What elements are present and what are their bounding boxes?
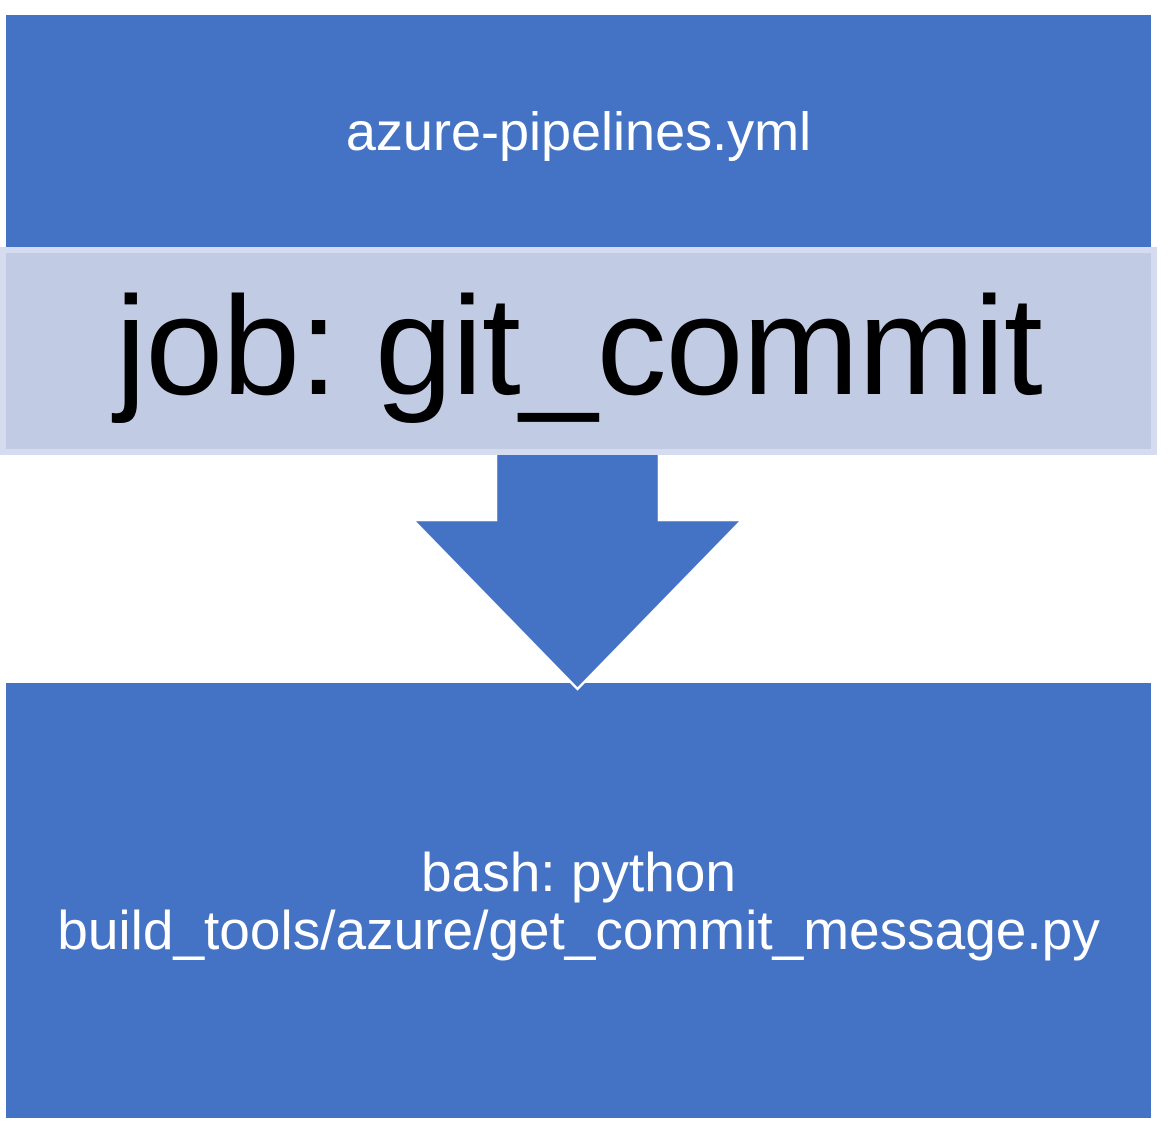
pipeline-file-box: azure-pipelines.yml [6, 15, 1151, 248]
pipeline-file-label: azure-pipelines.yml [345, 101, 812, 162]
job-box: job: git_commit [0, 247, 1157, 455]
bash-step-box: bash: python build_tools/azure/get_commi… [6, 683, 1151, 1118]
bash-step-label-line1: bash: python [421, 840, 736, 903]
job-label: job: git_commit [115, 267, 1042, 424]
bash-step-label-line2: build_tools/azure/get_commit_message.py [57, 898, 1100, 961]
